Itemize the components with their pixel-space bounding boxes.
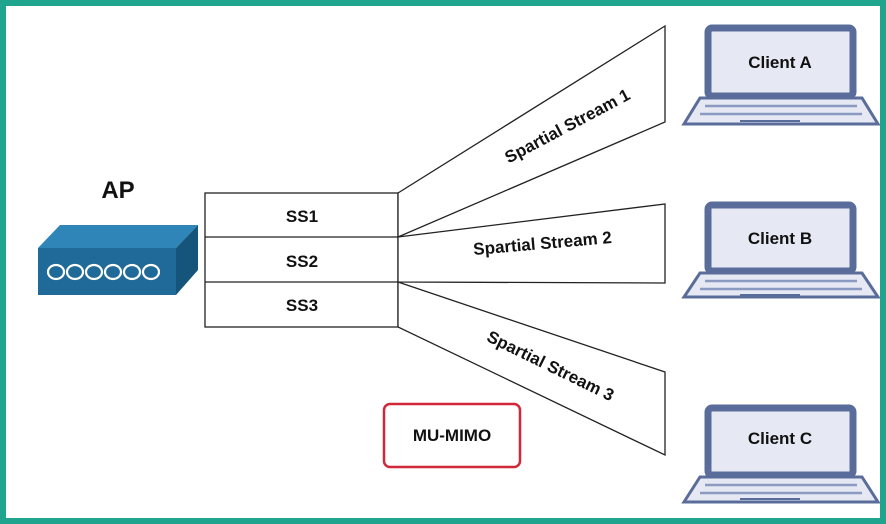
client-c-label: Client C (748, 429, 812, 448)
laptop-icon (681, 404, 881, 504)
ss3-label: SS3 (286, 296, 318, 315)
laptop-icon (681, 24, 881, 126)
access-point-icon (38, 225, 198, 295)
client-a-label: Client A (748, 53, 812, 72)
client-b-label: Client B (748, 229, 812, 248)
laptop-icon (681, 201, 881, 299)
ap-label: AP (101, 177, 134, 204)
mu-mimo-label: MU-MIMO (413, 426, 491, 445)
stream-beam-1 (397, 24, 666, 238)
spatial-stream-box (204, 192, 399, 328)
mu-mimo-badge (382, 402, 522, 469)
ss1-label: SS1 (286, 207, 318, 226)
ss2-label: SS2 (286, 252, 318, 271)
stream-beam-3 (397, 281, 666, 457)
stream-beam-2 (397, 203, 666, 284)
